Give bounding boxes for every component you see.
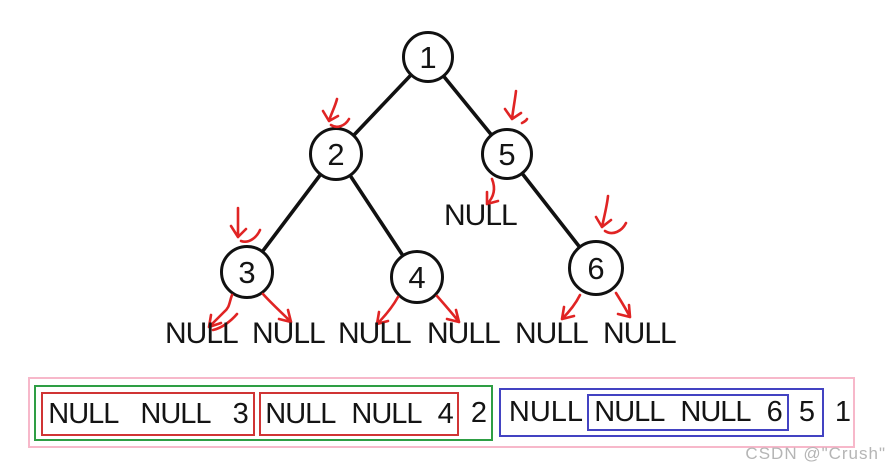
red-arrow-into-node-5 [503, 89, 529, 125]
tree-node-3: 3 [220, 245, 274, 299]
tree-node-5: 5 [481, 128, 533, 180]
red-arrow-6-left-null [560, 293, 582, 321]
node-label: 5 [498, 136, 516, 172]
red-arrow-into-node-3 [229, 206, 262, 243]
bar-value: 4 [437, 397, 454, 430]
node-label: 4 [408, 259, 426, 295]
postorder-group-node-3: NULL NULL 3 [41, 392, 255, 436]
leaf-null-1: NULL [165, 317, 239, 350]
bar-value: NULL [48, 397, 119, 430]
bar-value-root-2: 2 [470, 396, 488, 429]
watermark: CSDN @"Crush" [745, 444, 886, 463]
bar-value: NULL [351, 397, 422, 430]
node-label: 2 [327, 136, 345, 172]
leaf-null-4: NULL [427, 317, 501, 350]
postorder-group-left-subtree: NULL NULL 3 NULL NULL 4 2 [34, 385, 493, 441]
bar-value-root-1: 1 [834, 396, 852, 428]
bar-value: 3 [232, 397, 249, 430]
tree-node-1: 1 [402, 31, 454, 83]
null-label-under-5: NULL [444, 199, 518, 232]
postorder-group-right-subtree: NULL NULL NULL 6 5 [499, 388, 824, 437]
red-arrow-into-node-2 [321, 97, 351, 129]
tree-node-4: 4 [390, 250, 444, 304]
bar-value: NULL [140, 397, 211, 430]
node-label: 3 [238, 254, 256, 290]
red-arrow-into-node-6 [594, 194, 628, 235]
bar-value-root-5: 5 [798, 396, 816, 428]
bar-value: NULL [680, 396, 751, 428]
postorder-group-node-4: NULL NULL 4 [259, 392, 459, 436]
bar-value: NULL [265, 397, 336, 430]
bar-value: NULL [594, 396, 665, 428]
tree-node-6: 6 [568, 240, 624, 296]
red-arrow-6-right-null [614, 291, 632, 319]
leaf-null-5: NULL [515, 317, 589, 350]
leaf-null-6: NULL [603, 317, 677, 350]
bar-value: 6 [766, 396, 783, 428]
leaf-null-2: NULL [252, 317, 326, 350]
tree-node-2: 2 [309, 127, 363, 181]
leaf-null-3: NULL [338, 317, 412, 350]
bar-value-null: NULL [508, 396, 584, 428]
postorder-result-group-root: NULL NULL 3 NULL NULL 4 2 NULL NULL NU [28, 377, 855, 448]
node-label: 1 [419, 39, 437, 75]
postorder-group-node-6: NULL NULL 6 [587, 394, 789, 431]
node-label: 6 [587, 250, 605, 286]
